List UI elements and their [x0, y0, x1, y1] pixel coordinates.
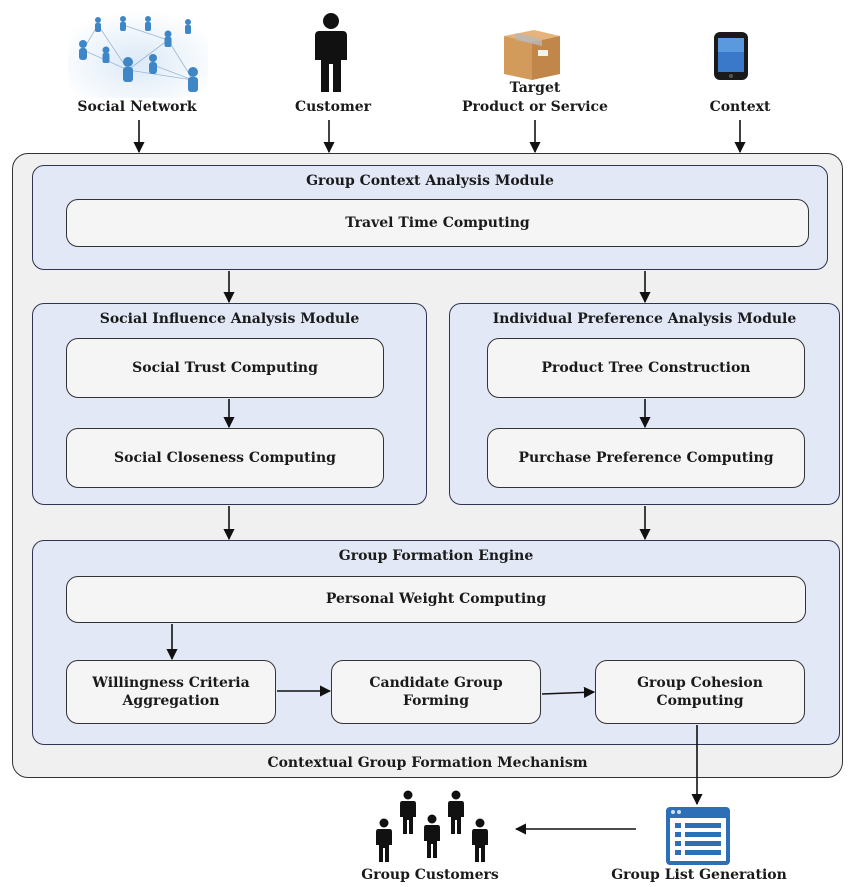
purchase-preference-computing-box: Purchase Preference Computing — [487, 428, 805, 488]
willingness-label-line2: Aggregation — [122, 693, 220, 709]
social-network-label: Social Network — [77, 99, 197, 115]
candidate-group-forming-box: Candidate Group Forming — [331, 660, 541, 724]
product-tree-construction-box: Product Tree Construction — [487, 338, 805, 398]
social-influence-module-title: Social Influence Analysis Module — [99, 311, 360, 327]
travel-time-computing-label: Travel Time Computing — [345, 214, 530, 231]
travel-time-computing-box: Travel Time Computing — [66, 199, 809, 247]
smartphone-icon — [714, 32, 748, 80]
candidate-label-line2: Forming — [403, 693, 469, 709]
willingness-label-line1: Willingness Criteria — [92, 674, 250, 691]
willingness-criteria-aggregation-box: Willingness Criteria Aggregation — [66, 660, 276, 724]
group-cohesion-computing-box: Group Cohesion Computing — [595, 660, 805, 724]
social-trust-computing-label: Social Trust Computing — [132, 359, 318, 376]
list-window-icon — [666, 807, 730, 865]
target-label-line1: Target — [509, 80, 561, 96]
product-tree-construction-label: Product Tree Construction — [541, 359, 751, 376]
mechanism-label: Contextual Group Formation Mechanism — [267, 755, 588, 771]
group-customers-label: Group Customers — [361, 867, 499, 883]
group-context-module-title: Group Context Analysis Module — [306, 173, 554, 189]
social-closeness-computing-label: Social Closeness Computing — [114, 449, 336, 466]
individual-preference-module-title: Individual Preference Analysis Module — [492, 311, 797, 327]
personal-weight-computing-box: Personal Weight Computing — [66, 576, 806, 623]
person-icon — [315, 13, 347, 92]
group-formation-engine-title: Group Formation Engine — [338, 548, 534, 564]
package-box-icon — [504, 30, 560, 80]
context-label: Context — [709, 99, 771, 115]
customer-label: Customer — [294, 99, 372, 115]
social-trust-computing-box: Social Trust Computing — [66, 338, 384, 398]
cohesion-label-line1: Group Cohesion — [637, 674, 763, 691]
group-list-generation-label: Group List Generation — [611, 867, 787, 883]
candidate-label-line1: Candidate Group — [369, 674, 503, 691]
social-closeness-computing-box: Social Closeness Computing — [66, 428, 384, 488]
target-label-line2: Product or Service — [462, 99, 608, 115]
social-network-icon — [68, 10, 208, 98]
purchase-preference-computing-label: Purchase Preference Computing — [518, 449, 774, 466]
cohesion-label-line2: Computing — [656, 693, 744, 709]
personal-weight-computing-label: Personal Weight Computing — [325, 591, 547, 608]
